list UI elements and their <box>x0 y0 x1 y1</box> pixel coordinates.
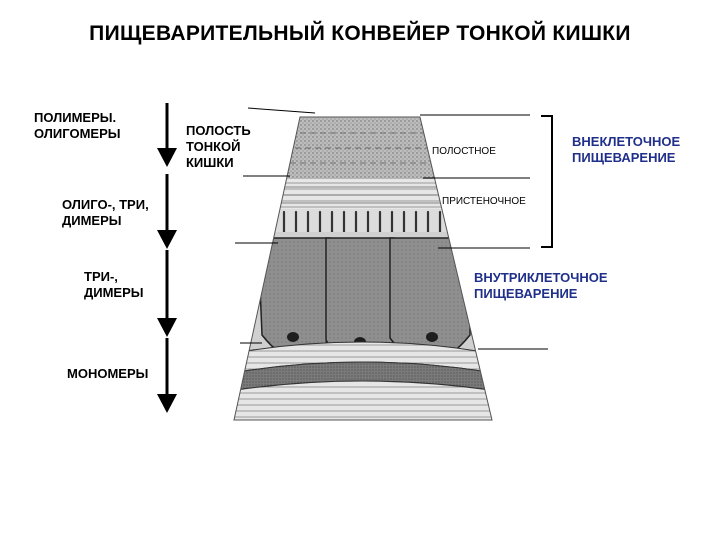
parietal-zone <box>234 179 492 209</box>
zone-label-cavitary: ПОЛОСТНОЕ <box>432 146 496 157</box>
stage-label-monomers: МОНОМЕРЫ <box>67 366 149 381</box>
cavity-label: ПОЛОСТЬ ТОНКОЙ КИШКИ <box>186 123 251 170</box>
stage-label-tri-dimers: ТРИ-, ДИМЕРЫ <box>84 269 144 300</box>
page-title: ПИЩЕВАРИТЕЛЬНЫЙ КОНВЕЙЕР ТОНКОЙ КИШКИ <box>89 22 631 45</box>
intracellular-digestion-label: ВНУТРИКЛЕТОЧНОЕ ПИЩЕВАРЕНИЕ <box>474 270 608 301</box>
microvilli <box>282 210 442 234</box>
extracellular-digestion-label: ВНЕКЛЕТОЧНОЕ ПИЩЕВАРЕНИЕ <box>572 134 681 165</box>
cell-nucleus-1 <box>287 332 299 342</box>
cell-nucleus-3 <box>426 332 438 342</box>
leader-lines <box>235 107 548 350</box>
stage-label-polymers: ПОЛИМЕРЫ. ОЛИГОМЕРЫ <box>34 110 121 141</box>
conveyor-arrow-3 <box>157 250 177 337</box>
conveyor-arrow-2 <box>157 174 177 249</box>
conveyor-arrow-4 <box>157 338 177 413</box>
stage-label-oligo-tri-dimers: ОЛИГО-, ТРИ, ДИМЕРЫ <box>62 197 149 228</box>
intestinal-wall-section <box>234 117 492 420</box>
conveyor-arrow-1 <box>157 103 177 167</box>
zone-label-parietal: ПРИСТЕНОЧНОЕ <box>442 196 526 207</box>
extracellular-bracket <box>541 115 553 248</box>
